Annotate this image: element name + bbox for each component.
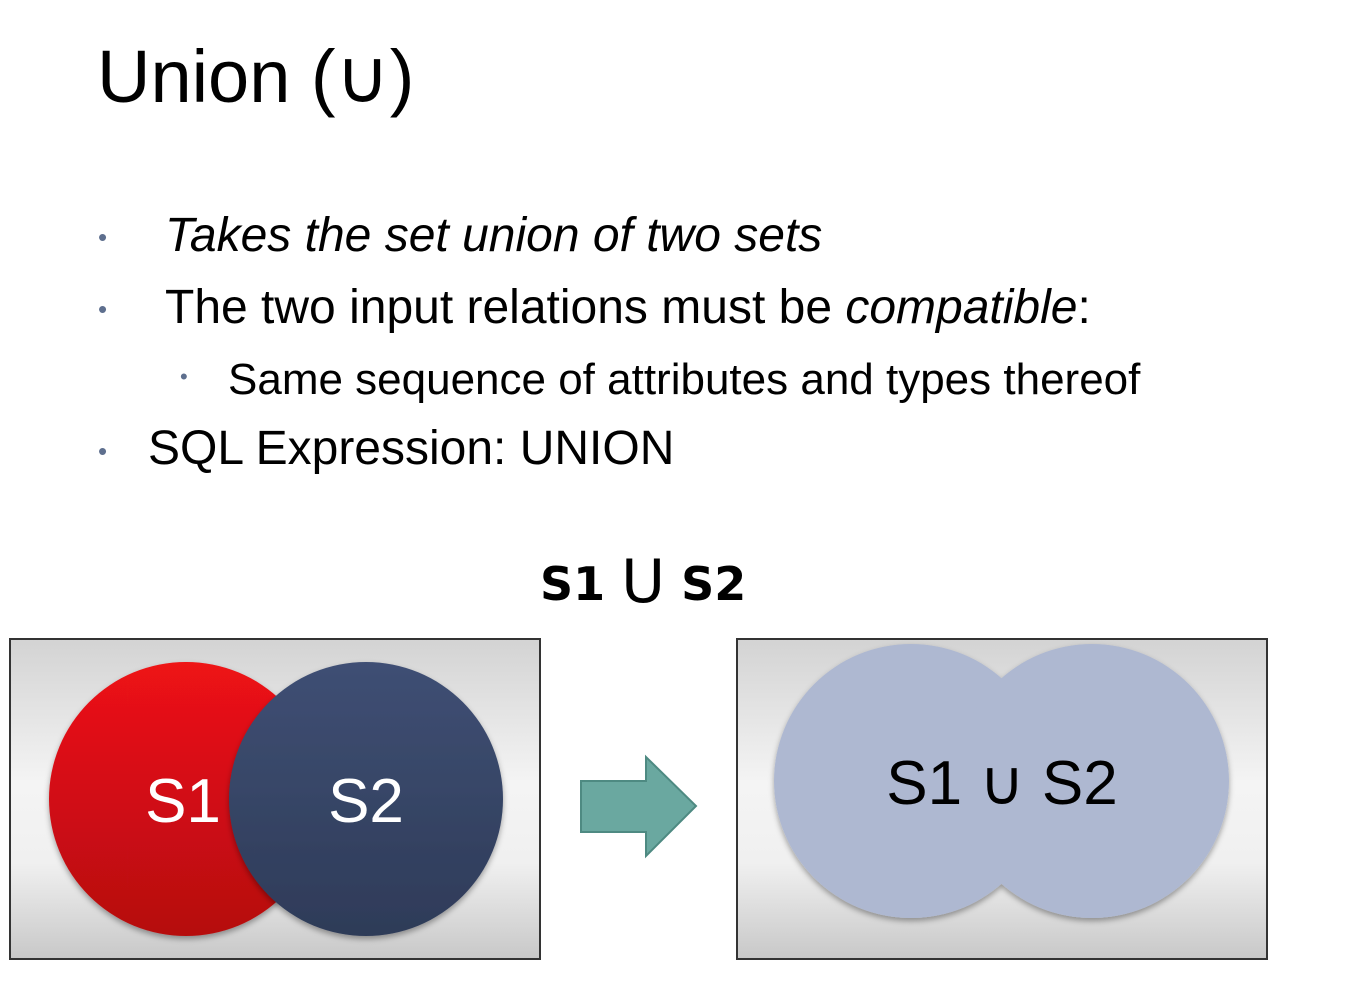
diagram-label-left: S1 <box>540 557 606 611</box>
set-s2-circle <box>229 662 503 936</box>
bullet-dot: • <box>180 364 188 389</box>
bullet-text: SQL Expression: UNION <box>148 422 675 475</box>
bullet-text: Takes the set union of two sets <box>165 212 822 260</box>
slide-title: Union (∪) <box>97 35 415 118</box>
bullet-list: • Takes the set union of two sets • The … <box>98 212 1141 475</box>
bullet-text: The two input relations must be compatib… <box>165 284 1091 332</box>
bullet-text-emphasis: compatible <box>845 281 1078 334</box>
set-s2-label: S2 <box>328 767 404 836</box>
right-arrow-icon <box>580 754 698 859</box>
bullet-text-after: : <box>1077 281 1091 334</box>
set-s1-label: S1 <box>145 767 221 836</box>
union-operator: U <box>621 547 666 617</box>
diagram-label-right: S2 <box>681 557 747 611</box>
diagram-label: S1 U S2 <box>540 552 746 612</box>
bullet-text-italic: Takes the set union of two sets <box>165 209 823 262</box>
bullet-dot: • <box>98 436 108 466</box>
union-label: S1 ∪ S2 <box>886 749 1118 818</box>
bullet-dot: • <box>98 222 108 252</box>
bullet-text-before: The two input relations must be <box>165 281 846 334</box>
bullet-dot: • <box>98 294 108 324</box>
bullet-text: Same sequence of attributes and types th… <box>228 355 1141 404</box>
union-shape <box>774 644 1229 918</box>
union-diagram: S1 S2 S1 ∪ S2 <box>9 638 1268 960</box>
